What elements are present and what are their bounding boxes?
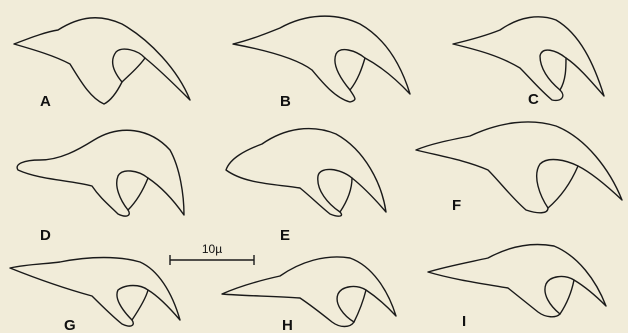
panel-d: D — [17, 130, 184, 244]
panel-e: E — [226, 129, 386, 244]
specimen-outline-b — [233, 16, 410, 102]
specimen-outline-c — [453, 17, 604, 101]
specimen-inner-curl-i — [560, 280, 574, 314]
panel-label-c: C — [528, 91, 539, 108]
panel-i: I — [428, 245, 606, 331]
panel-a: A — [14, 18, 190, 110]
specimen-outline-a — [14, 18, 190, 104]
panel-label-a: A — [40, 93, 51, 110]
panel-b: B — [233, 16, 410, 110]
specimen-inner-curl-d — [128, 178, 148, 210]
panel-label-e: E — [280, 227, 290, 244]
scale-bar: 10µ — [170, 242, 254, 265]
panel-label-f: F — [452, 197, 461, 214]
panel-c: C — [453, 17, 604, 108]
specimen-outline-g — [10, 258, 180, 327]
panel-label-h: H — [282, 317, 293, 333]
specimen-outline-d — [17, 130, 184, 216]
specimen-inner-curl-c — [560, 58, 566, 90]
specimen-inner-curl-g — [132, 290, 148, 320]
panel-label-b: B — [280, 93, 291, 110]
panel-h: H — [222, 257, 396, 333]
specimen-outline-f — [416, 122, 622, 213]
specimen-outline-i — [428, 245, 606, 317]
panel-label-d: D — [40, 227, 51, 244]
specimen-inner-curl-b — [350, 58, 365, 90]
panel-label-i: I — [462, 313, 466, 330]
scale-bar-label: 10µ — [202, 242, 222, 256]
specimen-inner-curl-f — [548, 166, 578, 208]
specimen-outline-h — [222, 257, 396, 327]
panel-f: F — [416, 122, 622, 214]
specimen-inner-curl-a — [122, 58, 145, 82]
panel-label-g: G — [64, 317, 76, 333]
specimen-inner-curl-h — [354, 290, 366, 322]
panel-g: G — [10, 258, 180, 333]
specimen-inner-curl-e — [340, 178, 352, 212]
specimen-outline-e — [226, 129, 386, 217]
